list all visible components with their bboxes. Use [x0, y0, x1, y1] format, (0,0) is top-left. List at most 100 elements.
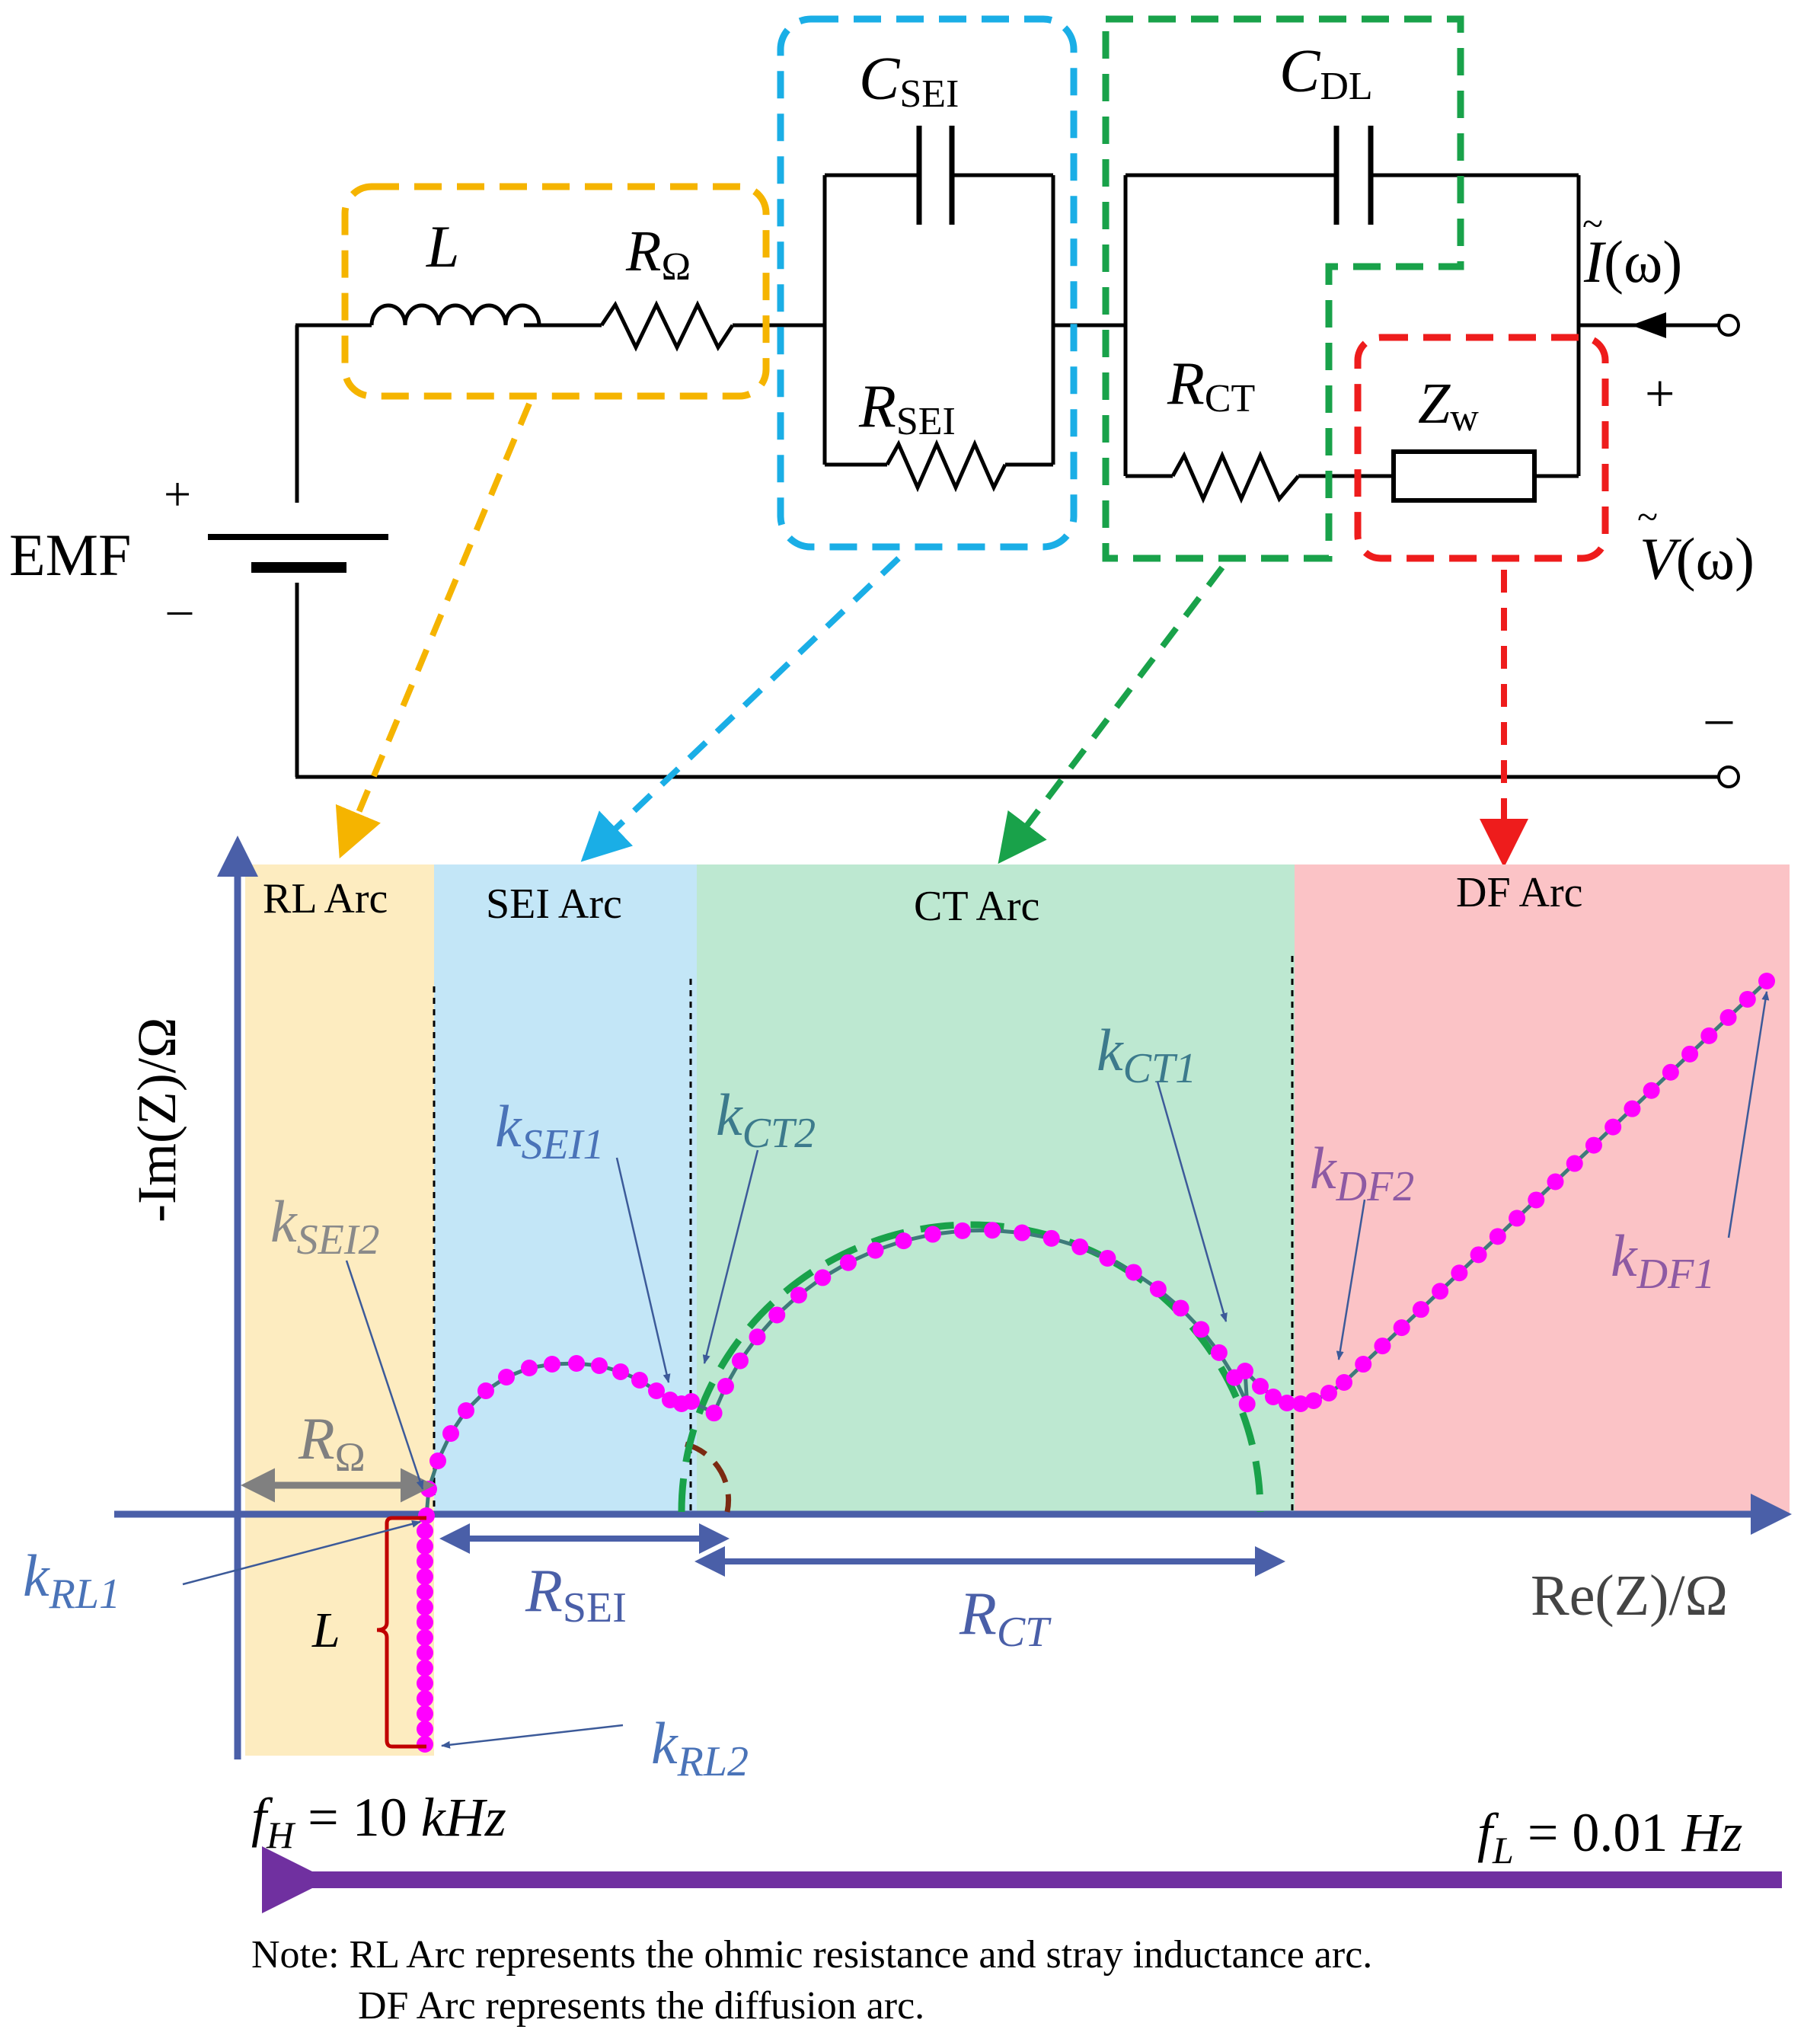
data-point [418, 1507, 435, 1524]
data-point [1237, 1363, 1253, 1379]
data-point [1528, 1191, 1545, 1209]
data-point [417, 1599, 433, 1616]
pointer-sei [580, 556, 901, 862]
data-point [683, 1393, 700, 1410]
data-point [417, 1614, 433, 1631]
data-point [1292, 1395, 1309, 1412]
r-ohm-dim-label: RΩ [298, 1405, 366, 1480]
data-point [458, 1402, 474, 1419]
data-point [705, 1405, 723, 1422]
note-line-1: Note: RL Arc represents the ohmic resist… [251, 1933, 1372, 1977]
data-point [1604, 1118, 1622, 1136]
data-point [417, 1644, 433, 1661]
z-w-symbol [1391, 449, 1537, 503]
f-high-label: fH = 10 kHz [251, 1787, 506, 1856]
data-point [1547, 1173, 1564, 1190]
region-sei [434, 864, 697, 1514]
data-point [867, 1242, 884, 1259]
box-df [1354, 334, 1609, 562]
pointer-ct [998, 565, 1225, 864]
terminal-minus-node [1717, 765, 1740, 788]
data-point [1252, 1378, 1269, 1395]
arrow-k-rl1 [182, 1520, 421, 1586]
region-label-df: DF Arc [1456, 869, 1582, 916]
data-point [1662, 1063, 1679, 1081]
ct-fit-semicircle [678, 1221, 1264, 1513]
arrow-k-rl2 [441, 1724, 624, 1749]
data-point [839, 1254, 857, 1271]
data-point [717, 1377, 734, 1395]
r-ct-dim-label: RCT [959, 1580, 1052, 1656]
data-point [1393, 1319, 1410, 1337]
l-dim-label: L [311, 1603, 340, 1658]
r-ohm-label: RΩ [625, 219, 691, 289]
data-point [1210, 1344, 1228, 1361]
r-ct-symbol [1170, 450, 1300, 504]
r-ct-label: RCT [1167, 350, 1255, 420]
box-sei [777, 15, 1078, 551]
k-sei1-label: kSEI1 [495, 1093, 604, 1168]
nyquist-plot: RL Arc SEI Arc CT Arc DF Arc -Im(Z)/Ω Re… [23, 836, 1792, 1913]
data-point [1355, 1356, 1372, 1373]
data-point [1125, 1264, 1142, 1281]
data-point [417, 1553, 433, 1570]
data-point [568, 1355, 585, 1372]
region-label-sei: SEI Arc [486, 880, 622, 928]
k-ct1-label: kCT1 [1097, 1017, 1196, 1092]
data-point [1470, 1246, 1487, 1264]
voltage-label: V(ω) [1640, 526, 1755, 592]
arrow-k-ct2 [702, 1149, 759, 1364]
pointer-rl [335, 402, 532, 859]
c-dl-label: CDL [1279, 38, 1373, 108]
data-point [895, 1232, 912, 1250]
data-point [417, 1523, 433, 1539]
current-arrow-icon [1631, 312, 1666, 338]
emf-plus-sign: + [164, 467, 191, 521]
data-point [1265, 1389, 1282, 1405]
data-point [417, 1736, 433, 1753]
arrow-k-sei1 [615, 1157, 671, 1383]
k-labels: kSEI2 kSEI1 kCT2 kCT1 kDF2 kDF1 kRL1 kRL… [23, 1017, 1715, 1785]
inductor-label: L [426, 213, 459, 280]
data-point [1643, 1082, 1660, 1099]
data-point [1374, 1337, 1391, 1355]
k-rl1-label: kRL1 [23, 1542, 120, 1618]
k-rl2-label: kRL2 [651, 1710, 749, 1785]
k-annotation-arrows [182, 991, 1770, 1749]
data-point [749, 1328, 766, 1346]
data-point [591, 1357, 608, 1374]
data-point [790, 1286, 807, 1304]
data-point [417, 1675, 433, 1692]
current-label: I(ω) [1583, 229, 1682, 295]
data-point [1071, 1238, 1089, 1256]
data-point [417, 1538, 433, 1555]
emf-label: EMF [9, 522, 131, 588]
data-point [417, 1660, 433, 1676]
c-sei-label: CSEI [859, 46, 959, 116]
data-point [521, 1360, 538, 1376]
data-point [1099, 1249, 1116, 1267]
data-point [731, 1352, 749, 1369]
data-point [417, 1629, 433, 1646]
terminal-plus-node [1717, 314, 1740, 337]
data-point [442, 1425, 459, 1442]
data-point [498, 1369, 515, 1385]
data-point [477, 1382, 494, 1399]
arrow-k-ct1 [1156, 1081, 1228, 1322]
terminal-minus-label: – [1705, 689, 1733, 747]
region-label-rl: RL Arc [263, 875, 388, 922]
arrow-k-df1 [1727, 991, 1770, 1238]
data-point [1238, 1395, 1256, 1413]
emf-minus-sign: – [167, 581, 193, 635]
k-ct2-label: kCT2 [716, 1082, 816, 1157]
data-point [417, 1721, 433, 1737]
data-point [417, 1584, 433, 1600]
data-point [984, 1222, 1001, 1239]
sei-fit-extension [685, 1441, 732, 1513]
l-brace [376, 1516, 426, 1749]
arrow-k-sei2 [345, 1260, 424, 1490]
data-point [768, 1306, 786, 1324]
box-ct [1102, 15, 1464, 562]
region-ct [697, 864, 1295, 1514]
